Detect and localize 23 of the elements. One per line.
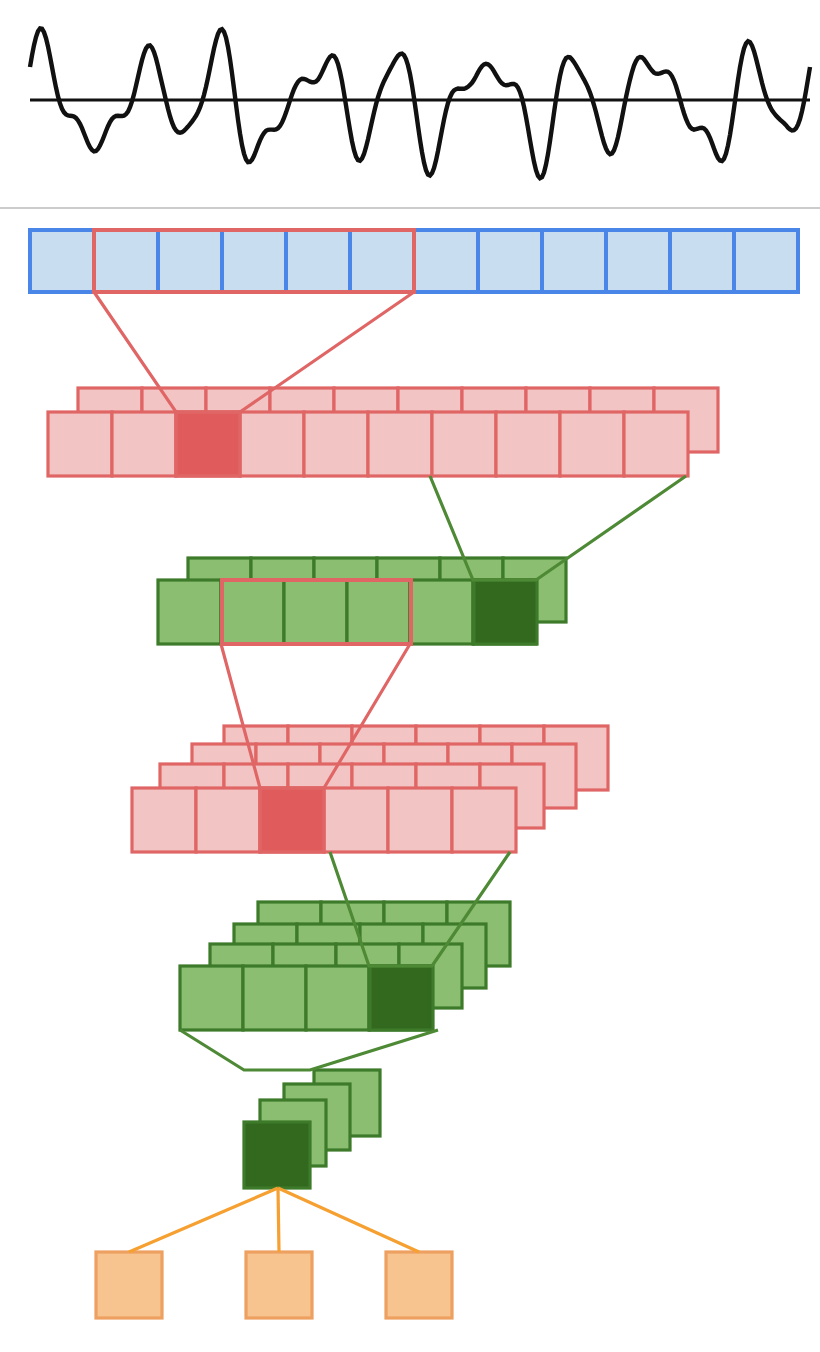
input-cell-row [30,230,798,292]
highlighted-cell [176,412,240,476]
highlighted-cell [260,788,324,852]
highlighted-cell [473,580,536,644]
connector-lines [328,850,512,968]
feature-map-stack [244,1070,380,1188]
feature-map-stack [158,558,566,644]
connector-lines [179,1028,440,1072]
feature-map-stack [48,388,718,476]
output-unit-box [386,1252,452,1318]
highlighted-cell [369,966,432,1030]
connector-line [277,1186,420,1254]
output-unit-box [246,1252,312,1318]
feature-map-stack [180,902,510,1030]
receptive-field-frame [94,230,414,292]
connector-lines [92,290,416,414]
connector-lines [428,474,688,582]
connector-line [128,1186,279,1254]
connector-lines [219,642,412,790]
output-unit-box [96,1252,162,1318]
connector-line [276,1187,281,1253]
feature-map-stack [132,726,608,852]
receptive-field-frame [221,580,410,644]
